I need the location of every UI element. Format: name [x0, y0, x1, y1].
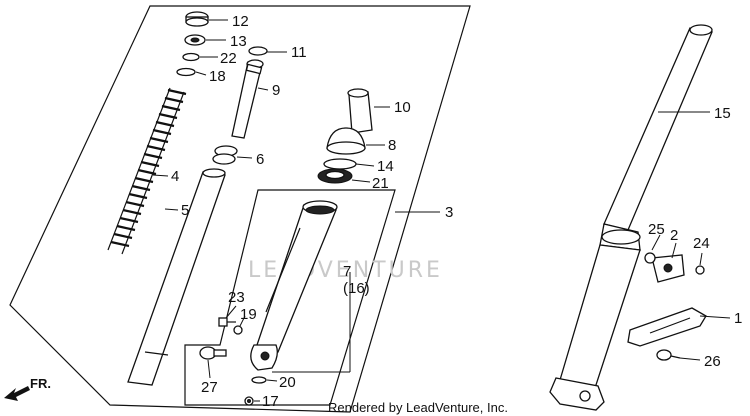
washer-20 — [251, 376, 267, 384]
callout-5: 5 — [181, 202, 189, 219]
render-credit: Rendered by LeadVenture, Inc. — [328, 400, 508, 415]
callout-18: 18 — [209, 68, 226, 85]
clip-14 — [323, 158, 357, 170]
callout-6: 6 — [256, 151, 264, 168]
bolt-27 — [199, 346, 227, 360]
oil-seal-21 — [317, 168, 353, 184]
callout-11: 11 — [291, 44, 307, 61]
callout-27: 27 — [201, 379, 218, 396]
callout-7-qty: (16) — [343, 280, 370, 297]
nut-13 — [184, 34, 206, 46]
damper-rod-9 — [231, 59, 264, 139]
callout-25: 25 — [648, 221, 665, 238]
sub-assembly-frame — [184, 189, 396, 406]
callout-26: 26 — [704, 353, 721, 370]
bolt-26 — [656, 349, 681, 361]
ring-18 — [176, 67, 196, 77]
callout-22: 22 — [220, 50, 237, 67]
callout-15: 15 — [714, 105, 731, 122]
callout-7: 7 — [343, 263, 351, 280]
fork-guard-1 — [627, 307, 707, 347]
callout-17: 17 — [262, 393, 279, 410]
screw-24 — [695, 265, 705, 275]
dust-seal-8 — [326, 127, 366, 155]
washer-22 — [182, 52, 200, 62]
callout-23: 23 — [228, 289, 245, 306]
front-direction-arrow: FR. — [4, 376, 51, 401]
callout-12: 12 — [232, 13, 249, 30]
reflector-bracket-2 — [651, 254, 685, 283]
cap-bolt-12 — [185, 11, 209, 27]
callout-19: 19 — [240, 306, 257, 323]
drain-bolt-17 — [244, 396, 254, 406]
spring-4 — [107, 87, 187, 255]
callout-21: 21 — [372, 175, 389, 192]
dust-cover-10 — [347, 88, 373, 134]
callout-20: 20 — [279, 374, 296, 391]
callout-2: 2 — [670, 227, 678, 244]
callout-4: 4 — [171, 168, 179, 185]
callout-13: 13 — [230, 33, 247, 50]
callout-9: 9 — [272, 82, 280, 99]
direction-label: FR. — [30, 376, 51, 391]
callout-3: 3 — [445, 204, 453, 221]
collar-25 — [644, 252, 656, 264]
callout-24: 24 — [693, 235, 710, 252]
bolt-23 — [218, 317, 236, 327]
callout-14: 14 — [377, 158, 394, 175]
callout-10: 10 — [394, 99, 411, 116]
callout-8: 8 — [388, 137, 396, 154]
piston-ring-6 — [212, 145, 238, 165]
callout-1: 1 — [734, 310, 742, 327]
inner-tube-5 — [127, 168, 226, 386]
leader-lines — [152, 19, 731, 402]
seal-11 — [248, 46, 268, 56]
assembly-frame — [9, 5, 471, 413]
fork-slider-7 — [250, 200, 338, 371]
washer-19 — [233, 325, 243, 335]
fork-assembly-15 — [549, 24, 713, 411]
